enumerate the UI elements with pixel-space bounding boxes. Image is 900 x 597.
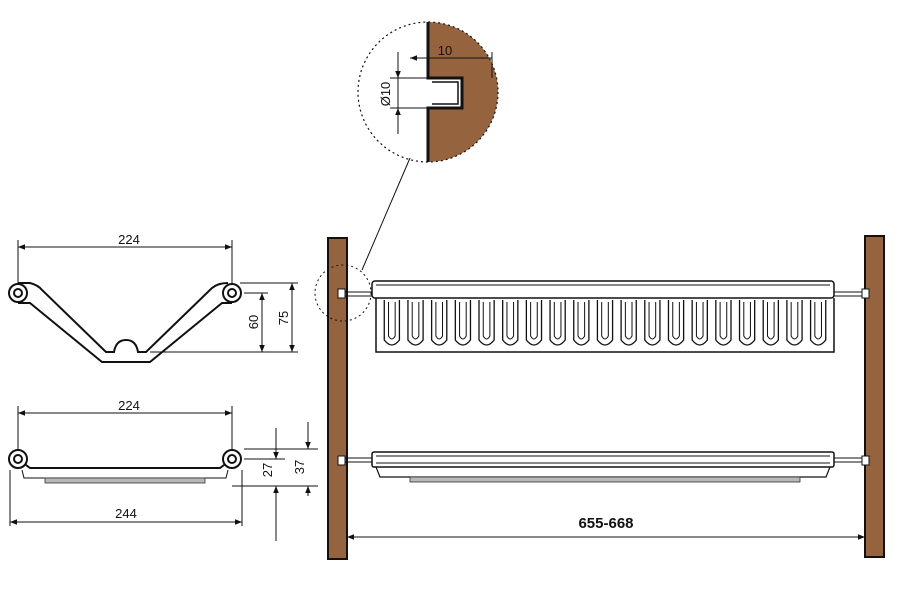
dim-27: 27 [260, 463, 275, 477]
rack-slot-inner [530, 302, 538, 340]
dim-224-tray: 224 [118, 398, 140, 413]
rack-slot [667, 300, 685, 346]
rack-slot-inner [411, 302, 420, 340]
wood-panel-right [864, 235, 885, 558]
rack-slot [738, 300, 756, 346]
rack-top-rail [371, 280, 835, 299]
rack-slot-inner [388, 302, 396, 340]
rack-slot-inner [790, 302, 799, 340]
rack-slot-inner [672, 302, 680, 340]
rack-slot [786, 300, 803, 346]
dim-75: 75 [276, 311, 291, 325]
rack-slot-inner [482, 302, 491, 340]
rack-slot [644, 300, 661, 346]
dim-10: 10 [438, 43, 452, 58]
rack-slot [573, 300, 590, 346]
rack-slot-inner [459, 302, 467, 340]
rack-slot [430, 300, 448, 346]
rack-slot [525, 300, 543, 346]
rack-slots [383, 300, 827, 346]
rack-slot [478, 300, 495, 346]
tray [8, 449, 242, 484]
detail-circle [357, 21, 499, 163]
rack-slot-inner [435, 302, 444, 340]
dim-224-top: 224 [118, 232, 140, 247]
rack-slot [809, 300, 827, 346]
rack-slot-inner [624, 302, 633, 340]
dish-rack [337, 280, 870, 353]
detail-leader [361, 157, 411, 271]
detail-marker [314, 264, 372, 322]
drip-tray [337, 451, 870, 483]
assembly-view: 655-668 [314, 235, 885, 560]
dim-diameter-10: Ø10 [378, 82, 393, 107]
rack-slot [549, 300, 566, 346]
detail-view: 10 Ø10 [357, 21, 499, 271]
rack-slot-inner [506, 302, 515, 340]
rack-slot [762, 300, 780, 346]
rack-slot-inner [695, 302, 704, 340]
wood-panel-left [327, 237, 348, 560]
rack-slot-inner [601, 302, 609, 340]
rack-slot-inner [814, 302, 822, 340]
tray-bracket-view: 224 244 27 37 [8, 398, 318, 541]
rack-slot-inner [648, 302, 657, 340]
rack-slot [620, 300, 637, 346]
rack-slot-inner [719, 302, 728, 340]
dim-37: 37 [292, 460, 307, 474]
dim-655-668: 655-668 [578, 515, 633, 532]
rack-slot [454, 300, 472, 346]
rack-slot-inner [766, 302, 775, 340]
rack-slot [691, 300, 708, 346]
rack-frame [375, 298, 835, 353]
rack-slot [407, 300, 424, 346]
v-bracket [8, 282, 242, 363]
rack-slot-inner [577, 302, 586, 340]
rack-slot [502, 300, 519, 346]
tray-bottom [44, 477, 206, 484]
rack-slot [715, 300, 732, 346]
rack-slot-inner [553, 302, 562, 340]
rack-slot-inner [743, 302, 751, 340]
dim-60: 60 [246, 315, 261, 329]
rack-slot [383, 300, 401, 346]
side-bracket-view: 224 60 75 [8, 232, 298, 363]
rack-slot [596, 300, 614, 346]
dim-244: 244 [115, 506, 137, 521]
